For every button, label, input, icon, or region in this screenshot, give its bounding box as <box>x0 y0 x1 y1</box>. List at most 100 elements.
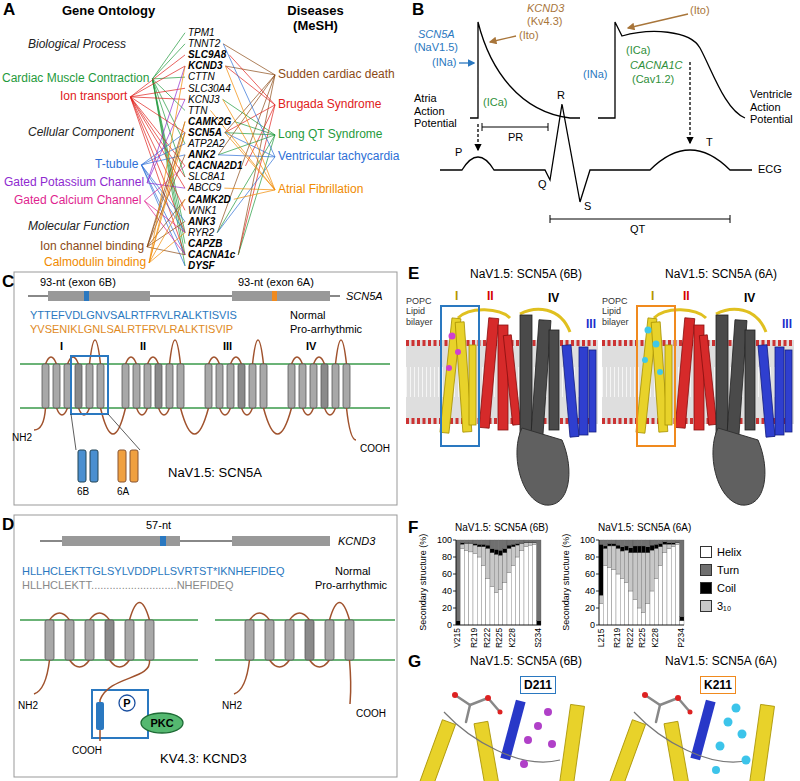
text-label: 80 <box>442 552 452 562</box>
text-label: Molecular Function <box>28 220 129 234</box>
panel-letter: C <box>2 272 14 292</box>
text-label: KCND3 <box>527 2 564 15</box>
text-label: Secondary structure (%) <box>419 533 429 630</box>
text-label: IV <box>548 292 559 306</box>
residue-box: D211 <box>520 676 556 694</box>
text-label: IV <box>306 340 316 353</box>
text-label: 6B <box>77 486 89 498</box>
text-label: Pro-arrhythmic <box>290 323 362 336</box>
text-label: R219 <box>470 628 480 648</box>
text-label: POPC Lipid bilayer <box>602 296 638 327</box>
text-label: TTN <box>188 105 207 117</box>
text-label: R219 <box>613 628 623 648</box>
text-label: ECG <box>758 163 782 176</box>
text-label: 57-nt <box>146 519 171 532</box>
text-label: Normal <box>290 309 325 322</box>
node-text: D211 <box>521 678 555 692</box>
text-label: (ICa) <box>626 44 650 57</box>
text-label: 93-nt (exon 6A) <box>238 276 314 289</box>
text-label: Gated Calcium Channel <box>14 194 141 208</box>
text-label: 20 <box>585 603 595 613</box>
text-label: II <box>140 340 146 353</box>
channel-structure <box>440 309 596 505</box>
residue-spheres <box>446 333 461 372</box>
text-label: 100 <box>437 535 452 545</box>
text-label: K228 <box>508 628 518 648</box>
text-label: ANK3 <box>188 216 215 228</box>
text-label: YVSENIKLGNLSALRTFRVLRALKTISVIP <box>30 323 233 336</box>
text-label: Cellular Component <box>28 126 134 140</box>
residue-box: K211 <box>700 676 736 694</box>
text-label: 60 <box>585 569 595 579</box>
text-label: R222 <box>626 628 636 648</box>
node-text: PKC <box>140 717 184 729</box>
text-label: (ICa) <box>483 96 507 109</box>
text-label: IV <box>744 292 755 306</box>
text-label: Sudden cardiac death <box>278 68 395 82</box>
text-label: SLC8A1 <box>188 171 225 183</box>
legend-text: Coil <box>717 582 736 594</box>
text-label: CACNA1C <box>630 59 683 72</box>
text-label: HLLHCLEKTTGLSYLVDDPLLSVRTST*IKNHEFIDEQ <box>22 565 284 578</box>
text-label: Secondary structure (%) <box>562 533 572 630</box>
action-potential-traces <box>440 14 752 223</box>
text-label: 93-nt (exon 6B) <box>40 276 116 289</box>
text-label: KCND3 <box>338 535 375 548</box>
text-label: ABCC9 <box>188 182 221 194</box>
text-label: NaV1.5: SCN5A (6A) <box>598 522 691 534</box>
text-label: K228 <box>651 628 661 648</box>
text-label: Diseases (MeSH) <box>268 4 363 34</box>
text-label: Atria Action Potential <box>414 92 466 130</box>
structure-closeup <box>418 692 584 781</box>
channel-topology <box>20 340 395 694</box>
panel-letter: B <box>412 0 424 20</box>
text-label: TPM1 <box>188 27 215 39</box>
text-label: POPC Lipid bilayer <box>406 296 442 327</box>
text-label: SLC9A8 <box>188 49 226 61</box>
text-label: II <box>487 290 494 304</box>
legend-swatch <box>700 564 712 576</box>
text-label: Cardiac Muscle Contraction <box>2 72 149 86</box>
text-label: ATP2A2 <box>188 138 225 150</box>
node-text: K211 <box>701 678 735 692</box>
text-label: Atrial Fibrillation <box>278 183 363 197</box>
text-label: CACNA2D1 <box>188 160 242 172</box>
legend-row: Helix <box>700 543 741 561</box>
text-label: CACNA1c <box>188 249 235 261</box>
text-label: SCN5A <box>418 28 455 41</box>
text-label: S <box>584 200 591 213</box>
legend-swatch <box>700 582 712 594</box>
text-label: CAPZB <box>188 238 222 250</box>
text-label: RYR2 <box>188 227 214 239</box>
text-label: KCND3 <box>188 60 222 72</box>
text-label: P234 <box>677 628 687 648</box>
text-label: SCN5A <box>346 290 383 303</box>
text-label: 6A <box>117 486 129 498</box>
legend-row: Turn <box>700 561 741 579</box>
text-label: (Ito) <box>690 4 710 17</box>
residue-spheres <box>712 704 751 775</box>
text-label: DYSF <box>188 260 215 272</box>
legend-row: Coil <box>700 579 741 597</box>
legend-row: 3₁₀ <box>700 597 741 615</box>
text-label: YTTEFVDLGNVSALRTFRVLRALKTISVIS <box>30 309 237 322</box>
text-label: Gated Potassium Channel <box>4 176 144 190</box>
text-label: Ion channel binding <box>40 240 144 254</box>
text-label: COOH <box>360 443 390 455</box>
text-label: 20 <box>442 603 452 613</box>
text-label: 80 <box>585 552 595 562</box>
text-label: III <box>782 318 792 332</box>
text-label: I <box>455 290 458 304</box>
text-label: WNK1 <box>188 205 217 217</box>
text-label: ANK2 <box>188 149 215 161</box>
text-label: III <box>223 340 232 353</box>
text-label: Ion transport <box>60 90 127 104</box>
node-text: P <box>118 697 136 709</box>
text-label: L215 <box>596 628 606 647</box>
text-label: (NaV1.5) <box>414 41 458 54</box>
text-label: R225 <box>639 628 649 648</box>
text-label: Pro-arrhythmic <box>315 579 387 592</box>
text-label: HLLHCLEKTT............................NH… <box>22 579 234 592</box>
text-label: TNNT2 <box>188 38 220 50</box>
kinase-oval: PKC <box>140 712 184 734</box>
